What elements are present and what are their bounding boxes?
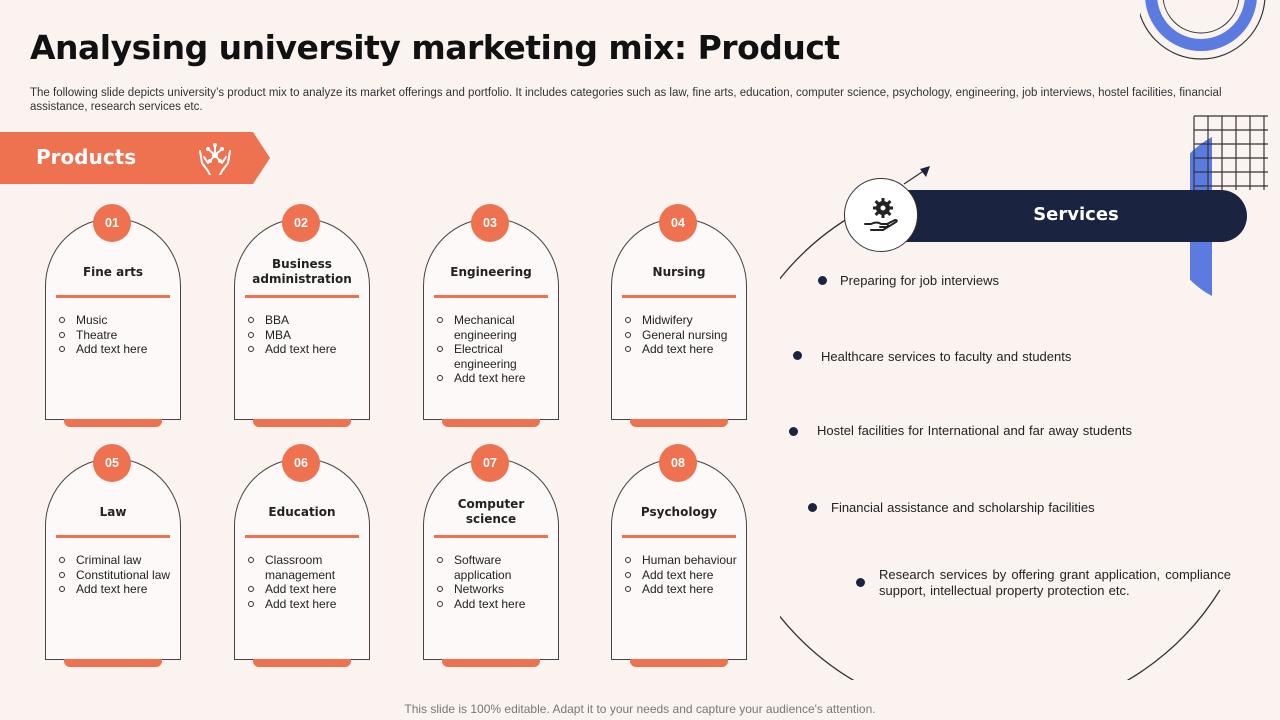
products-label: Products bbox=[36, 145, 137, 169]
card-divider bbox=[434, 535, 548, 538]
list-item: Add text here bbox=[247, 597, 363, 612]
list-item: Networks bbox=[436, 582, 552, 597]
card-number: 02 bbox=[282, 204, 320, 242]
card-number: 06 bbox=[282, 444, 320, 482]
service-item-financial: Financial assistance and scholarship fac… bbox=[831, 500, 1095, 515]
list-item: Add text here bbox=[624, 582, 740, 597]
card-footer-bar bbox=[442, 419, 540, 427]
card-footer-bar bbox=[64, 659, 162, 667]
card-number: 05 bbox=[93, 444, 131, 482]
service-item-research: Research services by offering grant appl… bbox=[879, 567, 1231, 598]
decorative-rings bbox=[1140, 0, 1266, 60]
card-divider bbox=[245, 295, 359, 298]
card-number: 04 bbox=[659, 204, 697, 242]
service-bullet bbox=[818, 276, 827, 285]
card-title: Education bbox=[268, 504, 336, 519]
page-title: Analysing university marketing mix: Prod… bbox=[30, 28, 840, 67]
list-item: MBA bbox=[247, 328, 363, 343]
list-item: Add text here bbox=[247, 582, 363, 597]
card-footer-bar bbox=[630, 659, 728, 667]
card-footer-bar bbox=[64, 419, 162, 427]
product-card-business-administration: 02 Business administration BBA MBA Add t… bbox=[234, 204, 370, 427]
card-list: Criminal law Constitutional law Add text… bbox=[58, 553, 174, 597]
card-divider bbox=[622, 535, 736, 538]
card-title: Engineering bbox=[450, 264, 532, 279]
product-card-fine-arts: 01 Fine arts Music Theatre Add text here bbox=[45, 204, 181, 427]
card-list: Human behaviour Add text here Add text h… bbox=[624, 553, 740, 597]
card-title: Fine arts bbox=[82, 264, 144, 279]
card-list: Software application Networks Add text h… bbox=[436, 553, 552, 611]
card-list: Music Theatre Add text here bbox=[58, 313, 174, 357]
list-item: Electrical engineering bbox=[436, 342, 552, 371]
card-title: Nursing bbox=[652, 264, 706, 279]
list-item: Add text here bbox=[58, 582, 174, 597]
product-card-computer-science: 07 Computer science Software application… bbox=[423, 444, 559, 667]
card-number: 03 bbox=[471, 204, 509, 242]
card-footer-bar bbox=[253, 659, 351, 667]
card-title: Psychology bbox=[640, 504, 718, 519]
product-card-education: 06 Education Classroom management Add te… bbox=[234, 444, 370, 667]
service-bullet bbox=[808, 503, 817, 512]
card-divider bbox=[56, 535, 170, 538]
card-divider bbox=[622, 295, 736, 298]
card-number: 01 bbox=[93, 204, 131, 242]
list-item: Classroom management bbox=[247, 553, 363, 582]
card-title: Business administration bbox=[252, 257, 352, 286]
card-list: Classroom management Add text here Add t… bbox=[247, 553, 363, 611]
list-item: Mechanical engineering bbox=[436, 313, 552, 342]
card-title: Computer science bbox=[457, 497, 525, 526]
footer-note: This slide is 100% editable. Adapt it to… bbox=[404, 702, 876, 716]
list-item: Add text here bbox=[247, 342, 363, 357]
card-number: 07 bbox=[471, 444, 509, 482]
page-subtitle: The following slide depicts university’s… bbox=[30, 87, 1222, 113]
list-item: Criminal law bbox=[58, 553, 174, 568]
product-card-engineering: 03 Engineering Mechanical engineering El… bbox=[423, 204, 559, 427]
list-item: Add text here bbox=[436, 371, 552, 386]
product-card-psychology: 08 Psychology Human behaviour Add text h… bbox=[611, 444, 747, 667]
services-banner: Services bbox=[905, 190, 1247, 242]
list-item: Human behaviour bbox=[624, 553, 740, 568]
list-item: Add text here bbox=[58, 342, 174, 357]
list-item: Theatre bbox=[58, 328, 174, 343]
services-label: Services bbox=[1033, 204, 1119, 225]
card-number: 08 bbox=[659, 444, 697, 482]
card-footer-bar bbox=[630, 419, 728, 427]
list-item: Constitutional law bbox=[58, 568, 174, 583]
list-item: Add text here bbox=[624, 342, 740, 357]
list-item: Software application bbox=[436, 553, 552, 582]
list-item: BBA bbox=[247, 313, 363, 328]
card-list: Midwifery General nursing Add text here bbox=[624, 313, 740, 357]
card-divider bbox=[56, 295, 170, 298]
service-item-job-interviews: Preparing for job interviews bbox=[840, 273, 1000, 288]
service-item-healthcare: Healthcare services to faculty and stude… bbox=[821, 349, 1072, 364]
card-list: BBA MBA Add text here bbox=[247, 313, 363, 357]
list-item: Add text here bbox=[624, 568, 740, 583]
services-arc bbox=[780, 166, 1221, 680]
list-item: General nursing bbox=[624, 328, 740, 343]
hand-holding-gear-icon bbox=[844, 178, 918, 252]
product-card-nursing: 04 Nursing Midwifery General nursing Add… bbox=[611, 204, 747, 427]
card-footer-bar bbox=[253, 419, 351, 427]
card-list: Mechanical engineering Electrical engine… bbox=[436, 313, 552, 386]
service-bullet bbox=[793, 351, 802, 360]
list-item: Add text here bbox=[436, 597, 552, 612]
service-bullet bbox=[789, 427, 798, 436]
products-banner: Products bbox=[0, 132, 270, 184]
card-footer-bar bbox=[442, 659, 540, 667]
list-item: Music bbox=[58, 313, 174, 328]
product-card-law: 05 Law Criminal law Constitutional law A… bbox=[45, 444, 181, 667]
card-title: Law bbox=[99, 504, 127, 519]
card-divider bbox=[434, 295, 548, 298]
card-divider bbox=[245, 535, 359, 538]
service-bullet bbox=[856, 578, 865, 587]
service-item-hostel: Hostel facilities for International and … bbox=[817, 423, 1132, 438]
hands-holding-network-icon bbox=[196, 141, 234, 180]
list-item: Midwifery bbox=[624, 313, 740, 328]
